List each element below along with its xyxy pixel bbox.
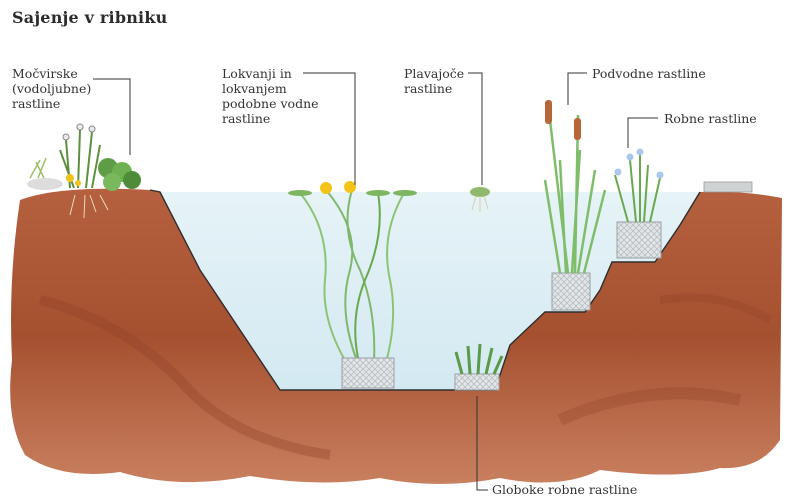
label-deep-marginal-plants: Globoke robne rastline <box>492 482 637 497</box>
label-marginal-plants: Robne rastline <box>664 111 757 126</box>
label-marsh-plants: Močvirske (vodoljubne) rastline <box>12 66 91 111</box>
label-water-lilies: Lokvanji in lokvanjem podobne vodne rast… <box>222 66 319 126</box>
paving-stone <box>704 182 752 192</box>
label-submerged-plants: Podvodne rastline <box>592 66 706 81</box>
label-floating-plants: Plavajoče rastline <box>404 66 464 96</box>
